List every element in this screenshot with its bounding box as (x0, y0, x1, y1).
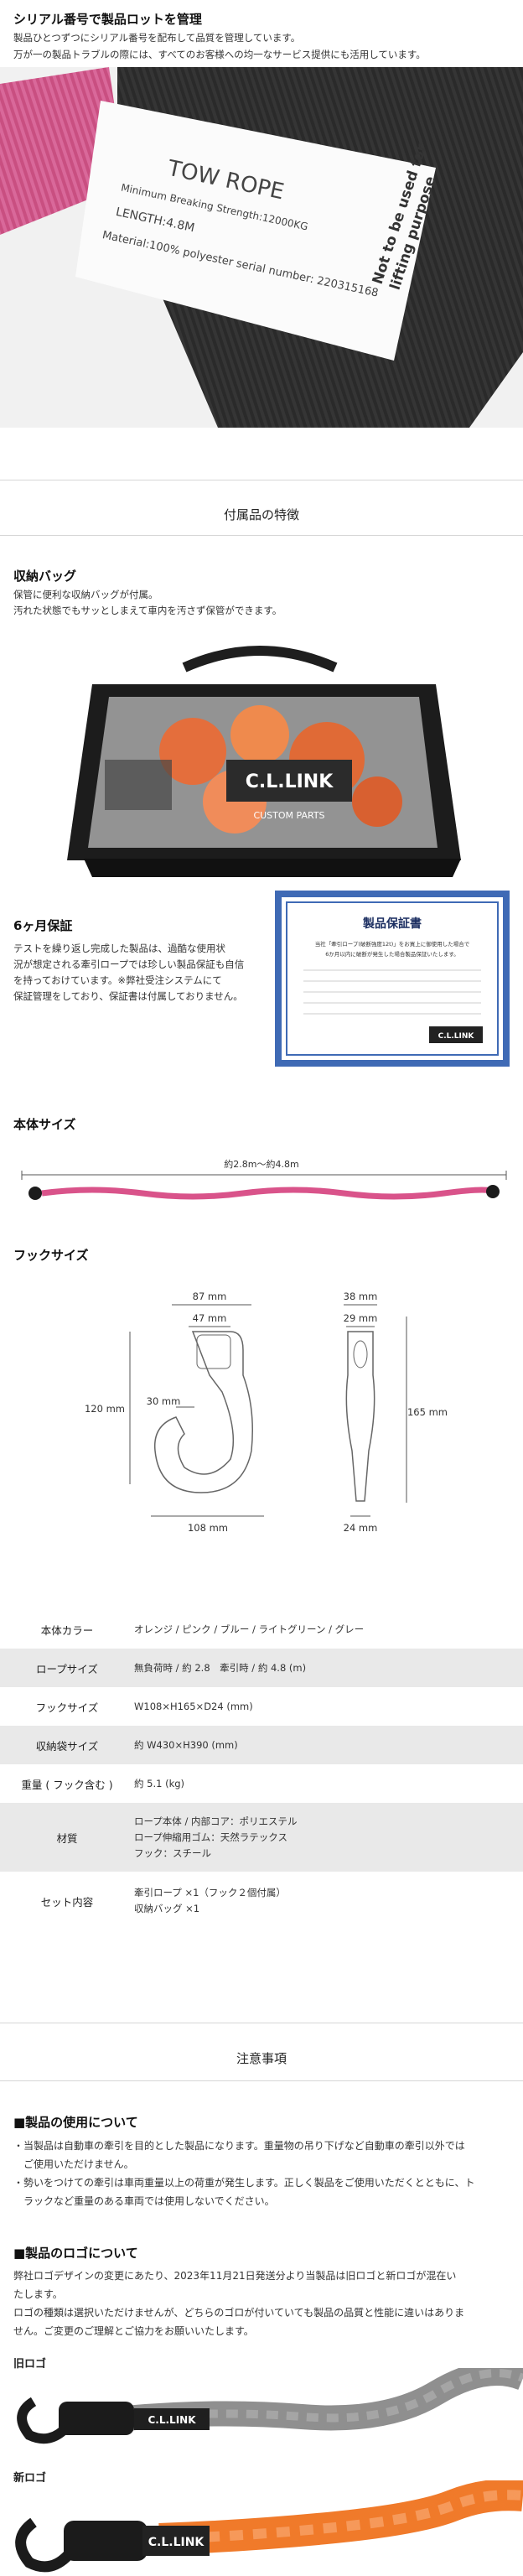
spec-value: W108×H165×D24 (mm) (134, 1700, 253, 1712)
new-logo-label: 新ロゴ (13, 2472, 47, 2485)
old-logo-label: 旧ロゴ (13, 2358, 47, 2371)
logo-line: 弊社ロゴデザインの変更にあたり、2023年11月21日発送分より当製品は旧ロゴと… (13, 2270, 457, 2282)
spec-value: 収納バッグ ×1 (134, 1903, 200, 1914)
spec-value: フック：スチール (134, 1846, 211, 1859)
body-size-rope (21, 1171, 507, 1200)
bag-logo-sub: CUSTOM PARTS (253, 810, 324, 821)
spec-key: ロープサイズ (36, 1662, 98, 1675)
spec-key: 本体カラー (40, 1623, 94, 1637)
spec-values: ロープ本体 / 内部コア：ポリエステル ロープ伸縮用ゴム：天然ラテックス フック… (134, 1814, 523, 1862)
serial-heading: シリアル番号で製品ロットを管理 (13, 12, 202, 27)
logo-heading: ■製品のロゴについて (13, 2246, 138, 2261)
usage-lines: ・当製品は自動車の牽引を目的とした製品になります。重量物の吊り下げなど自動車の牽… (13, 2137, 516, 2210)
new-logo-text: C.L.LINK (148, 2536, 205, 2549)
spec-value: 約 5.1 (kg) (134, 1777, 185, 1789)
old-logo-text: C.L.LINK (148, 2414, 196, 2426)
spec-row-weight: 重量 ( フック含む ) 約 5.1 (kg) (0, 1764, 523, 1803)
serial-line-1: 製品ひとつずつにシリアル番号を配布して品質を管理しています。 (13, 32, 301, 44)
dim-gap: 30 mm (147, 1395, 181, 1407)
dim-side-top: 38 mm (344, 1291, 378, 1302)
logo-line: せん。ご変更のご理解とご協力をお願いいたします。 (13, 2325, 254, 2337)
bag-line-2: 汚れた状態でもサッとしまえて車内を汚さず保管ができます。 (13, 605, 282, 616)
body-size-heading: 本体サイズ (13, 1117, 76, 1132)
usage-line: ラックなど重量のある車両では使用しないでください。 (13, 2195, 275, 2207)
new-logo-rope-image: C.L.LINK (15, 2480, 523, 2573)
hook-size-heading: フックサイズ (13, 1248, 89, 1263)
spec-value: 無負荷時 / 約 2.8 牽引時 / 約 4.8 (m) (134, 1661, 307, 1674)
warranty-certificate: 製品保証書 当社「牽引ロープ(破断強度12t)」をお買上に御使用した場合で 6か… (275, 891, 510, 1067)
accessories-title: 付属品の特徴 (223, 507, 299, 522)
spec-value: ロープ本体 / 内部コア：ポリエステル (134, 1815, 298, 1827)
spec-key: フックサイズ (35, 1701, 99, 1714)
bag-line-1: 保管に便利な収納バッグが付属。 (13, 589, 158, 600)
dim-top-width: 87 mm (193, 1291, 227, 1302)
spec-row-rope: ロープサイズ 無負荷時 / 約 2.8 牽引時 / 約 4.8 (m) (0, 1649, 523, 1687)
logo-line: ロゴの種類は選択いただけませんが、どちらのゴロが付いていても製品の品質と性能に違… (13, 2307, 465, 2319)
spec-row-set: セット内容 牽引ロープ ×1（フック２個付属） 収納バッグ ×1 (0, 1872, 523, 1930)
bag-logo: C.L.LINK (246, 771, 334, 792)
usage-line: ・勢いをつけての牽引は車両重量以上の荷重が発生します。正しく製品をご使用いただく… (13, 2177, 475, 2189)
serial-line-2: 万が一の製品トラブルの際には、すべてのお客様への均一なサービス提供にも活用してい… (13, 49, 426, 60)
usage-line: ・当製品は自動車の牽引を目的とした製品になります。重量物の吊り下げなど自動車の牽… (13, 2140, 465, 2152)
dim-side-height: 165 mm (407, 1406, 448, 1418)
bag-heading: 収納バッグ (13, 569, 77, 584)
spec-key: 収納袋サイズ (35, 1739, 99, 1753)
spec-key: 重量 ( フック含む ) (21, 1778, 113, 1791)
cert-logo: C.L.LINK (438, 1032, 475, 1041)
cert-body-2: 6か月以内に破断が発生した場合製品保証いたします。 (325, 950, 459, 958)
spec-key: 材質 (56, 1831, 78, 1845)
logo-line: たします。 (13, 2288, 63, 2300)
spec-value: オレンジ / ピンク / ブルー / ライトグリーン / グレー (134, 1623, 365, 1635)
spec-value: 牽引ロープ ×1（フック２個付属） (134, 1887, 286, 1898)
spec-row-bag: 収納袋サイズ 約 W430×H390 (mm) (0, 1726, 523, 1764)
warranty-line-2: 況が想定される牽引ロープでは珍しい製品保証も自信 (13, 958, 245, 970)
storage-bag-image: C.L.LINK CUSTOM PARTS (67, 646, 461, 877)
warranty-line-4: 保証管理をしており、保証書は付属しておりません。 (13, 990, 243, 1002)
spec-values: 牽引ロープ ×1（フック２個付属） 収納バッグ ×1 (134, 1885, 523, 1917)
warranty-heading: 6ヶ月保証 (13, 918, 73, 933)
usage-line: ご使用いただけません。 (13, 2158, 134, 2170)
notes-title: 注意事項 (236, 2051, 287, 2066)
serial-tag-photo: TOW ROPE Minimum Breaking Strength:12000… (0, 67, 523, 428)
dim-bottom-width: 108 mm (188, 1522, 228, 1534)
body-size-label: 約2.8m～約4.8m (224, 1159, 299, 1170)
warranty-line-3: を持っておけています。※弊社受注システムにて (13, 974, 222, 986)
old-logo-rope-image: C.L.LINK (17, 2368, 523, 2444)
spec-value: 約 W430×H390 (mm) (134, 1738, 238, 1751)
spec-row-hook: フックサイズ W108×H165×D24 (mm) (0, 1687, 523, 1726)
dim-side-bottom: 24 mm (344, 1522, 378, 1534)
dim-height: 120 mm (85, 1403, 125, 1415)
logo-lines: 弊社ロゴデザインの変更にあたり、2023年11月21日発送分より当製品は旧ロゴと… (13, 2267, 516, 2340)
dim-inner-width: 47 mm (193, 1312, 227, 1324)
warranty-line-1: テストを繰り返し完成した製品は、過酷な使用状 (13, 943, 225, 954)
spec-row-color: 本体カラー オレンジ / ピンク / ブルー / ライトグリーン / グレー (0, 1610, 523, 1649)
spec-key: セット内容 (40, 1895, 94, 1909)
spec-value: ロープ伸縮用ゴム：天然ラテックス (134, 1831, 287, 1843)
usage-heading: ■製品の使用について (13, 2115, 138, 2130)
cert-title: 製品保証書 (362, 917, 422, 931)
spec-row-material: 材質 ロープ本体 / 内部コア：ポリエステル ロープ伸縮用ゴム：天然ラテックス … (0, 1803, 523, 1872)
dim-side-mid: 29 mm (344, 1312, 378, 1324)
cert-body-1: 当社「牽引ロープ(破断強度12t)」をお買上に御使用した場合で (315, 940, 470, 948)
hook-diagram: 87 mm 47 mm 120 mm 30 mm 108 mm 38 mm 29… (85, 1291, 448, 1534)
